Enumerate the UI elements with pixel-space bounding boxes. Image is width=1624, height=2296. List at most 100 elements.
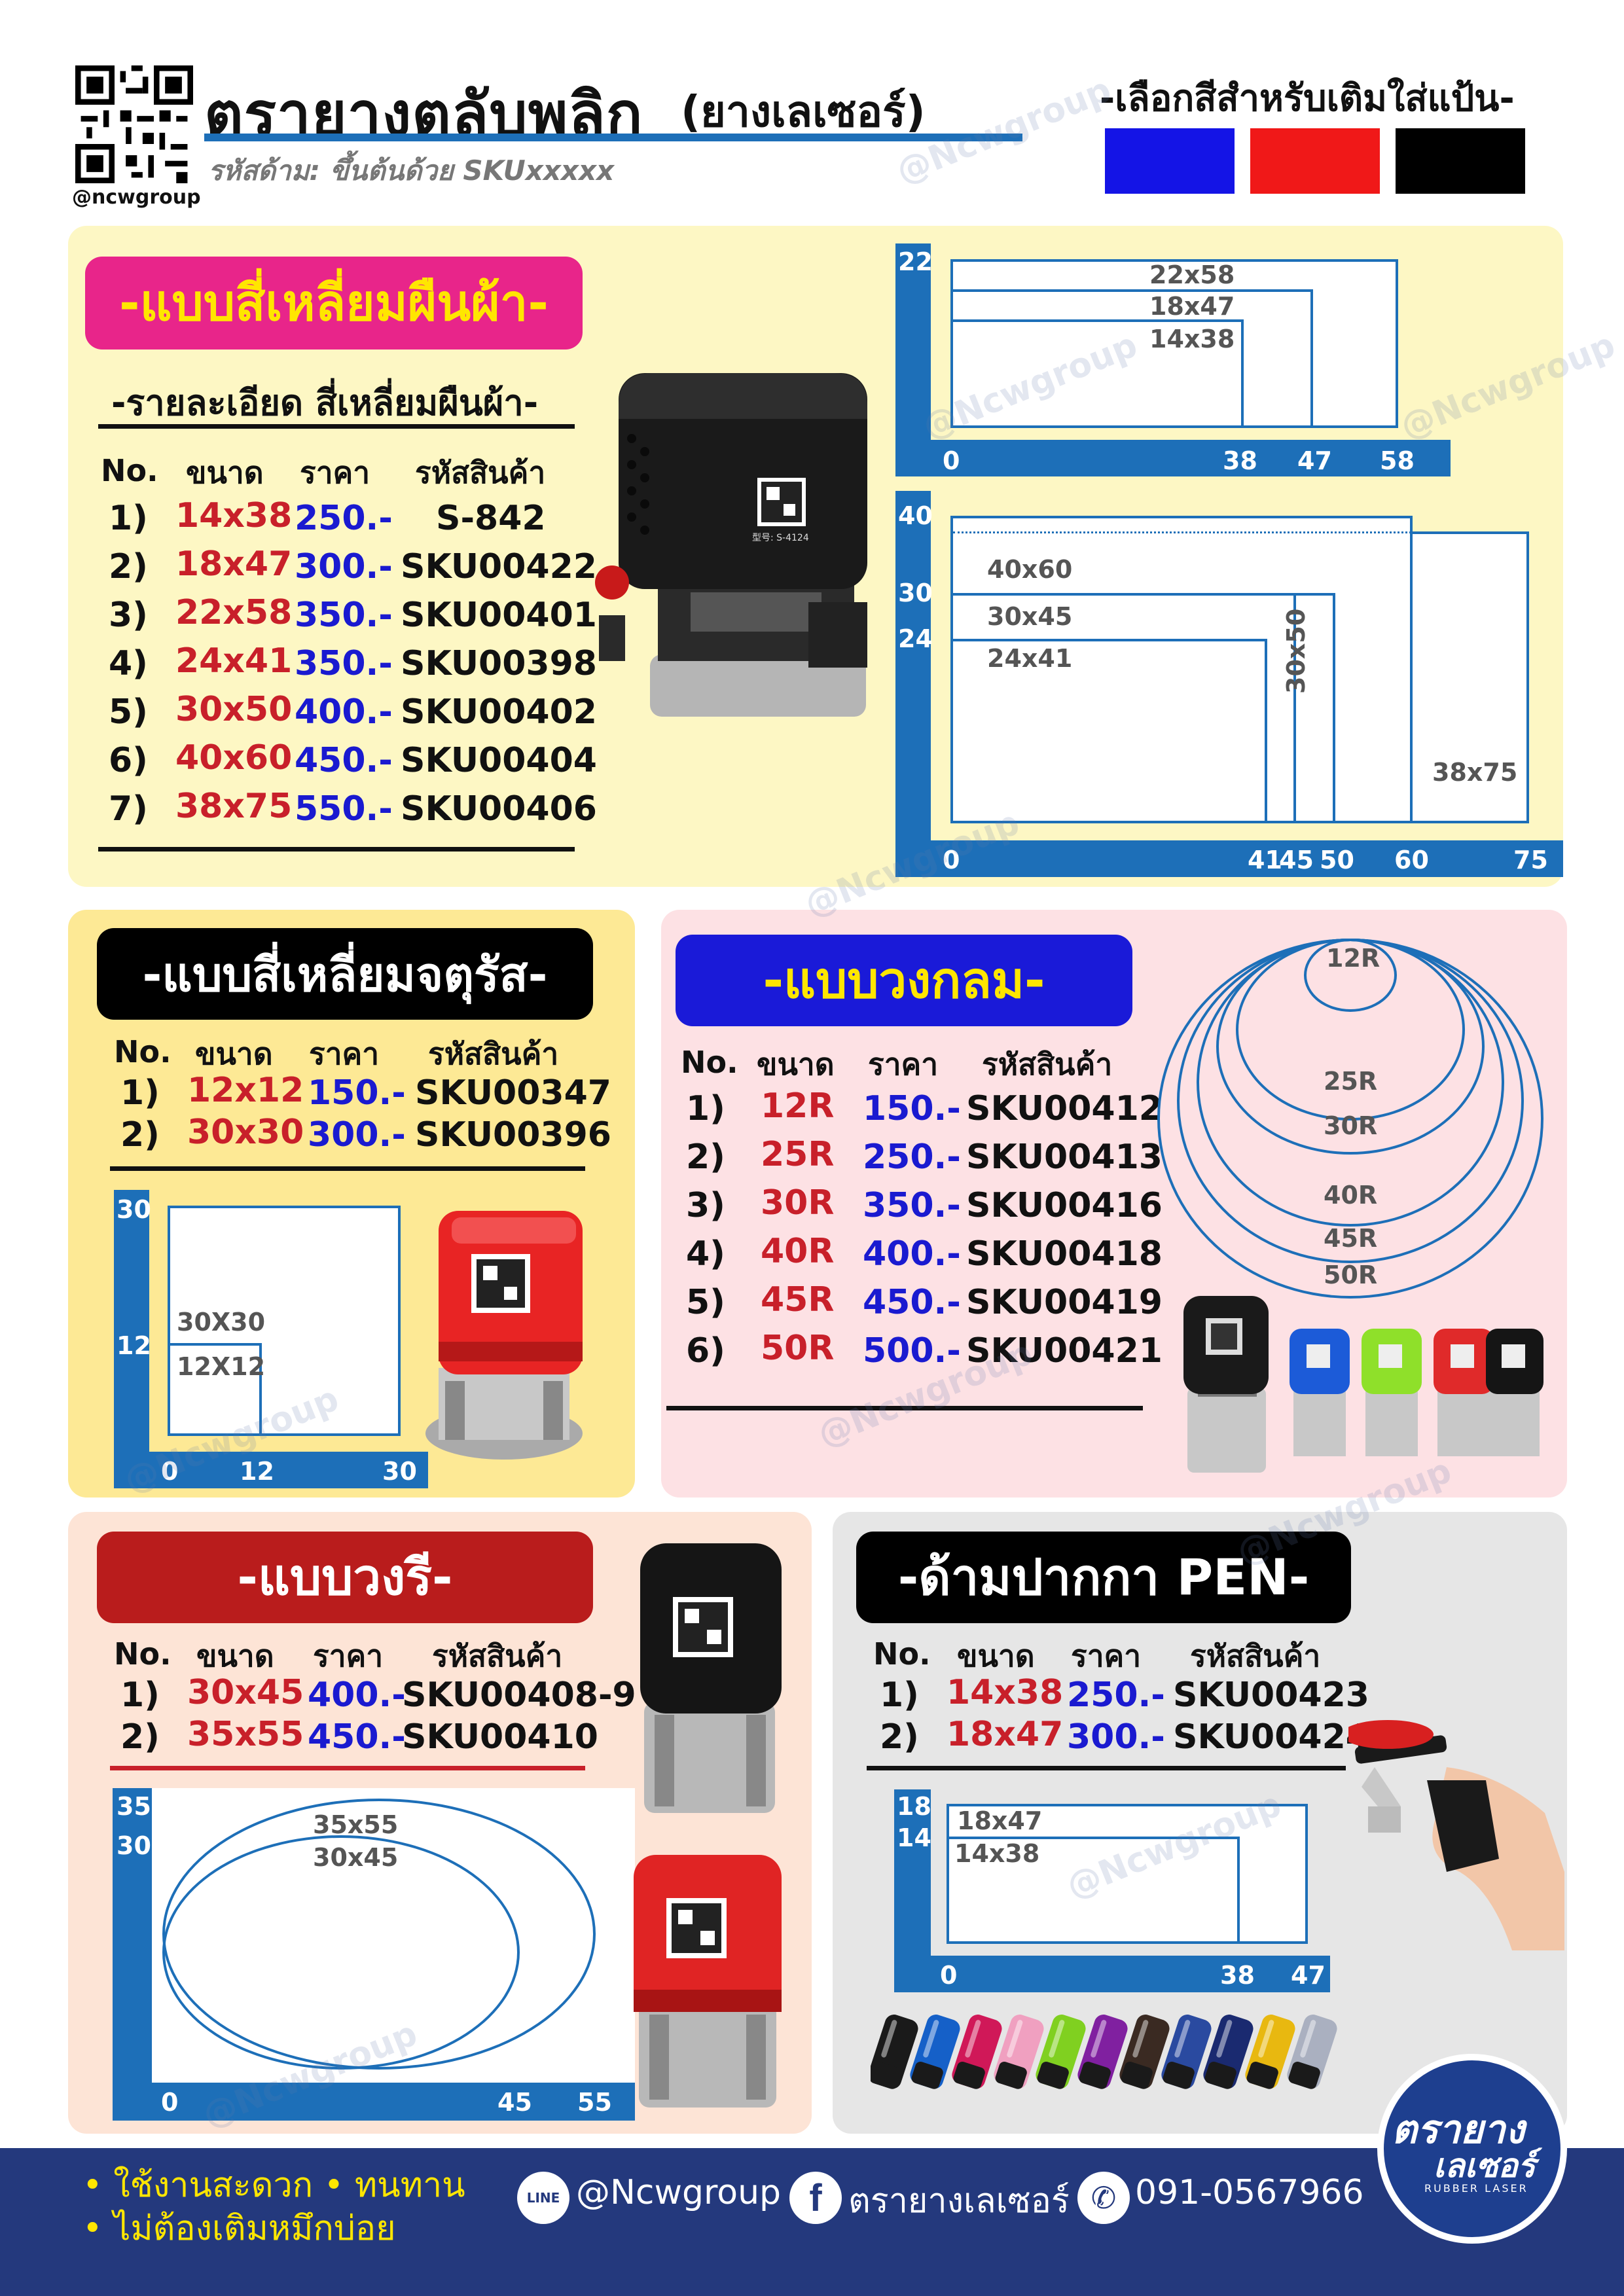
rect-d2-lbl-30x50: 30x50 [1282, 608, 1310, 694]
pen-hand-image [1342, 1676, 1564, 1950]
pen-lbl-18x47: 18x47 [957, 1806, 1043, 1835]
rect-row2-code: SKU00422 [401, 547, 597, 586]
square-stamp-image [425, 1198, 602, 1473]
oval-hdr-price: ราคา [313, 1638, 384, 1674]
page-title-sub: (ยางเลเซอร์) [681, 86, 926, 137]
oval-row1-no: 1) [120, 1676, 160, 1715]
stamp-model-label: 型号: S-4124 [752, 533, 809, 543]
rect-d1-y-axis [895, 243, 931, 476]
round-row1-size: 12R [761, 1086, 835, 1126]
rect-d1-x0: 0 [943, 446, 960, 475]
pen-x38: 38 [1220, 1961, 1255, 1990]
pen-color-9 [1203, 2015, 1254, 2089]
round-lbl-45r: 45R [1324, 1224, 1378, 1253]
rect-row6-size: 40x60 [175, 738, 293, 778]
oval-hdr-no: No. [114, 1636, 171, 1672]
rect-d2-x45: 45 [1279, 846, 1314, 874]
qr-caption: @ncwgroup [72, 186, 201, 209]
square-row1-size: 12x12 [187, 1071, 304, 1110]
oval-lbl-30x45: 30x45 [313, 1843, 399, 1872]
color-swatch-black[interactable] [1396, 128, 1525, 194]
round-row6-size: 50R [761, 1329, 835, 1368]
rect-row5-no: 5) [109, 692, 148, 732]
pen-row1-no: 1) [880, 1676, 919, 1715]
oval-row1-size: 30x45 [187, 1673, 304, 1712]
round-row2-no: 2) [686, 1138, 725, 1177]
round-row1-code: SKU00412 [966, 1089, 1163, 1128]
brand-logo-text-2: เลเซอร์ [1434, 2147, 1536, 2185]
rect-d2-x41: 41 [1248, 846, 1282, 874]
rect-d2-lbl-40x60: 40x60 [987, 555, 1073, 584]
round-lbl-12r: 12R [1326, 944, 1380, 973]
rect-d2-x50: 50 [1320, 846, 1354, 874]
square-hdr-size: ขนาด [195, 1036, 273, 1071]
round-row6-price: 500.- [863, 1331, 961, 1371]
round-hdr-size: ขนาด [757, 1047, 835, 1082]
rect-d1-x-axis [895, 440, 1451, 476]
oval-x55: 55 [577, 2088, 612, 2117]
rect-d2-lbl-24x41: 24x41 [987, 644, 1073, 673]
footer-facebook[interactable]: ตรายางเลเซอร์ [848, 2181, 1070, 2221]
rect-row1-size: 14x38 [175, 496, 293, 535]
oval-y30: 30 [117, 1831, 151, 1860]
rect-row7-code: SKU00406 [401, 789, 597, 829]
square-row1-price: 150.- [308, 1073, 406, 1113]
oval-row1-price: 400.- [308, 1676, 406, 1715]
square-y30: 30 [117, 1195, 151, 1224]
square-row2-code: SKU00396 [415, 1115, 611, 1155]
square-hdr-no: No. [114, 1034, 171, 1069]
rect-d2-lbl-38x75: 38x75 [1432, 758, 1518, 787]
code-note: รหัสด้าม: ขึ้นต้นด้วย SKUxxxxx [208, 154, 615, 187]
pen-color-11 [1287, 2015, 1337, 2089]
rect-row5-price: 400.- [295, 692, 393, 732]
brand-logo [1377, 2054, 1567, 2244]
rect-stamp-image: 型号: S-4124 [592, 367, 893, 733]
oval-stamp-black-image [635, 1532, 792, 1820]
rect-row3-price: 350.- [295, 596, 393, 635]
rect-row1-no: 1) [109, 499, 148, 538]
color-swatch-blue[interactable] [1105, 128, 1235, 194]
round-row5-code: SKU00419 [966, 1283, 1163, 1322]
round-row2-size: 25R [761, 1135, 835, 1174]
square-row2-size: 30x30 [187, 1113, 304, 1152]
pen-x0: 0 [940, 1961, 958, 1990]
rect-row4-no: 4) [109, 644, 148, 683]
rect-d1-box-14x38 [950, 319, 1244, 428]
pen-color-5 [1036, 2015, 1086, 2089]
round-lbl-40r: 40R [1324, 1181, 1378, 1210]
round-hdr-code: รหัสสินค้า [982, 1047, 1113, 1082]
rect-row7-size: 38x75 [175, 787, 293, 826]
rect-row6-code: SKU00404 [401, 741, 597, 780]
round-row3-price: 350.- [863, 1186, 961, 1225]
rect-row4-code: SKU00398 [401, 644, 597, 683]
round-row4-code: SKU00418 [966, 1234, 1163, 1274]
square-hdr-price: ราคา [309, 1036, 380, 1071]
round-row6-code: SKU00421 [966, 1331, 1163, 1371]
round-stamps-image [1178, 1289, 1545, 1479]
rect-row7-price: 550.- [295, 789, 393, 829]
footer-phone[interactable]: 091-0567966 [1135, 2173, 1364, 2212]
square-box-12x12 [168, 1343, 262, 1436]
square-lbl-12x12: 12X12 [177, 1352, 266, 1381]
pen-color-7 [1119, 2015, 1170, 2089]
rect-hdr-code: รหัสสินค้า [415, 455, 546, 490]
rect-row5-code: SKU00402 [401, 692, 597, 732]
footer-bullet-2: • ไม่ต้องเติมหมึกบ่อย [82, 2209, 396, 2248]
rect-d1-x58: 58 [1380, 446, 1415, 475]
rect-row6-price: 450.- [295, 741, 393, 780]
round-row3-size: 30R [761, 1183, 835, 1223]
rect-subtitle: -รายละเอียด สี่เหลี่ยมผืนผ้า- [111, 382, 539, 423]
round-row5-no: 5) [686, 1283, 725, 1322]
oval-x0: 0 [161, 2088, 179, 2117]
pen-box-14x38 [947, 1837, 1240, 1944]
square-x30: 30 [382, 1457, 417, 1486]
footer-line-id[interactable]: @Ncwgroup [576, 2173, 782, 2212]
pen-x-axis [894, 1956, 1330, 1992]
oval-x-axis [113, 2083, 635, 2121]
oval-row2-code: SKU00410 [402, 1717, 598, 1757]
rect-d2-y40: 40 [898, 501, 933, 530]
oval-lbl-35x55: 35x55 [313, 1810, 399, 1839]
pen-y14: 14 [897, 1823, 931, 1852]
color-swatch-red[interactable] [1250, 128, 1380, 194]
oval-hdr-size: ขนาด [196, 1638, 274, 1674]
